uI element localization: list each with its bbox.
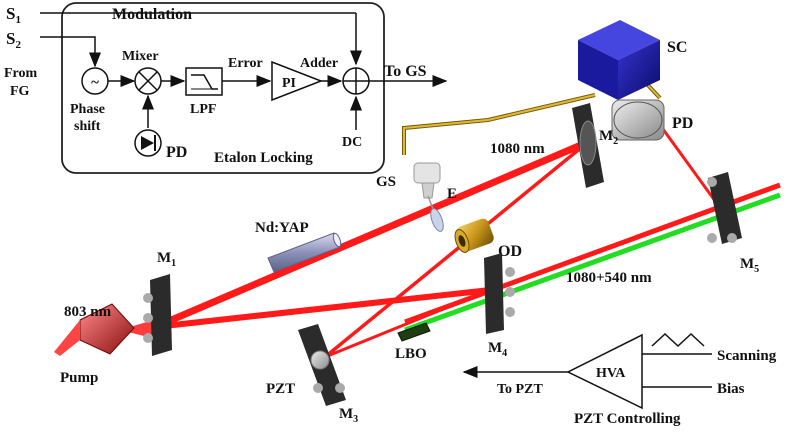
m2-label: M2 <box>599 128 618 147</box>
e-label: E <box>447 186 457 202</box>
nd-yap-crystal <box>267 232 342 273</box>
sc-label: SC <box>667 39 687 56</box>
wl-1080-label: 1080 nm <box>490 141 545 157</box>
mixer-label: Mixer <box>122 49 159 64</box>
mirror-m3-pzt <box>298 324 346 406</box>
pi-label: PI <box>282 76 296 91</box>
m1-label: M1 <box>157 250 176 269</box>
m4-label: M4 <box>488 340 507 359</box>
od-label: OD <box>498 243 522 260</box>
beam-to-pd <box>658 124 720 206</box>
to-gs-label: To GS <box>384 63 427 80</box>
scanning-label: Scanning <box>717 348 777 364</box>
pump-source <box>54 303 135 356</box>
beam-m1-m2 <box>151 138 592 331</box>
mirror-m1 <box>143 274 172 356</box>
photodiode-symbol <box>134 129 162 157</box>
bias-label: Bias <box>717 381 745 397</box>
shift-label: shift <box>74 119 101 134</box>
etalon-e <box>430 208 444 232</box>
beam-m1-m4 <box>152 287 493 330</box>
s1-label: S1 <box>6 4 21 26</box>
mirror-m2 <box>572 103 604 188</box>
pd-detector <box>611 99 665 141</box>
hva-amplifier <box>566 333 643 410</box>
from-label: From <box>4 66 38 81</box>
m3-label: M3 <box>339 406 358 425</box>
mirror-m5 <box>707 172 742 244</box>
lbo-crystal <box>397 322 431 342</box>
optical-diode <box>454 218 494 253</box>
sawtooth-signal <box>651 332 705 348</box>
gs-label: GS <box>376 174 396 190</box>
hva-label: HVA <box>596 366 626 381</box>
lpf-label: LPF <box>190 102 216 117</box>
wl-1080-540-label: 1080+540 nm <box>566 270 652 286</box>
pd-box-label: PD <box>166 144 187 161</box>
mirror-m4 <box>484 253 515 334</box>
error-label: Error <box>228 56 263 71</box>
wl-803-label: 803 nm <box>64 304 112 320</box>
beam-m2-m3 <box>323 140 590 359</box>
pd-label: PD <box>672 115 693 132</box>
modulation-label: Modulation <box>112 6 192 23</box>
dc-label: DC <box>342 135 362 150</box>
pzt-controlling-block <box>462 332 712 410</box>
m5-label: M5 <box>740 256 759 275</box>
s2-label: S2 <box>6 29 21 51</box>
phase-label: Phase <box>70 102 105 117</box>
gs-galvo <box>413 162 444 232</box>
lpf-symbol <box>185 67 223 96</box>
nd-yap-label: Nd:YAP <box>255 220 309 236</box>
pzt-controlling-label: PZT Controlling <box>574 411 681 427</box>
etalon-locking-label: Etalon Locking <box>214 150 313 166</box>
lbo-label: LBO <box>395 346 427 362</box>
phase-symbol: ~ <box>91 75 99 91</box>
pi-amplifier <box>271 60 324 102</box>
pzt-label: PZT <box>266 381 295 397</box>
s2-line <box>40 36 101 68</box>
etalon-locking-box: ~ <box>40 2 448 174</box>
fg-label: FG <box>10 84 30 99</box>
sc-controller <box>578 20 660 100</box>
pump-label: Pump <box>60 370 98 386</box>
to-pzt-label: To PZT <box>497 382 543 397</box>
adder-label: Adder <box>300 56 338 71</box>
